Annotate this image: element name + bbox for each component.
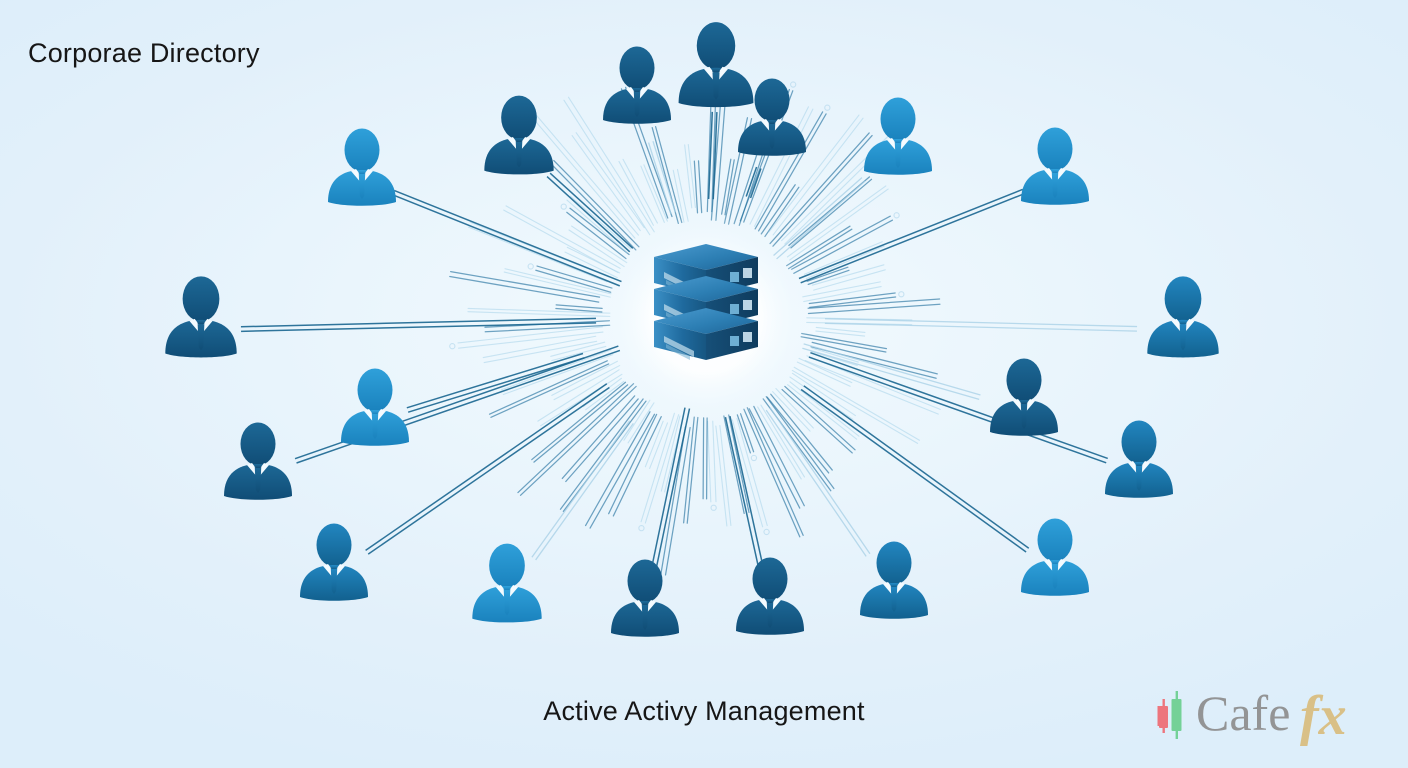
person-nodes-layer	[165, 22, 1219, 637]
candlestick-icon	[1157, 691, 1182, 739]
person-node[interactable]	[484, 95, 554, 175]
person-node[interactable]	[1147, 276, 1219, 358]
person-node[interactable]	[738, 78, 806, 156]
person-node[interactable]	[603, 46, 671, 124]
cafefx-wordmark: Cafe fx	[1196, 685, 1347, 747]
person-node[interactable]	[472, 543, 542, 623]
person-node[interactable]	[300, 523, 368, 601]
person-node[interactable]	[736, 557, 804, 635]
person-node[interactable]	[1021, 518, 1089, 596]
person-node[interactable]	[328, 128, 396, 206]
person-node[interactable]	[611, 559, 679, 637]
person-node[interactable]	[678, 22, 754, 108]
logo-word-primary: Cafe	[1196, 685, 1290, 741]
person-node[interactable]	[860, 541, 928, 619]
person-node[interactable]	[224, 422, 292, 500]
logo-word-accent: fx	[1300, 685, 1347, 747]
page-title: Corporae Directory	[28, 38, 260, 68]
person-node[interactable]	[1105, 420, 1173, 498]
person-node[interactable]	[1021, 127, 1089, 205]
person-node[interactable]	[990, 358, 1058, 436]
cafefx-logo: Cafe fx	[1154, 684, 1392, 748]
server-hub-icon	[654, 244, 758, 360]
person-node[interactable]	[864, 97, 932, 175]
person-node[interactable]	[341, 368, 409, 446]
diagram-caption: Active Activy Management	[543, 696, 865, 726]
person-node[interactable]	[165, 276, 237, 358]
